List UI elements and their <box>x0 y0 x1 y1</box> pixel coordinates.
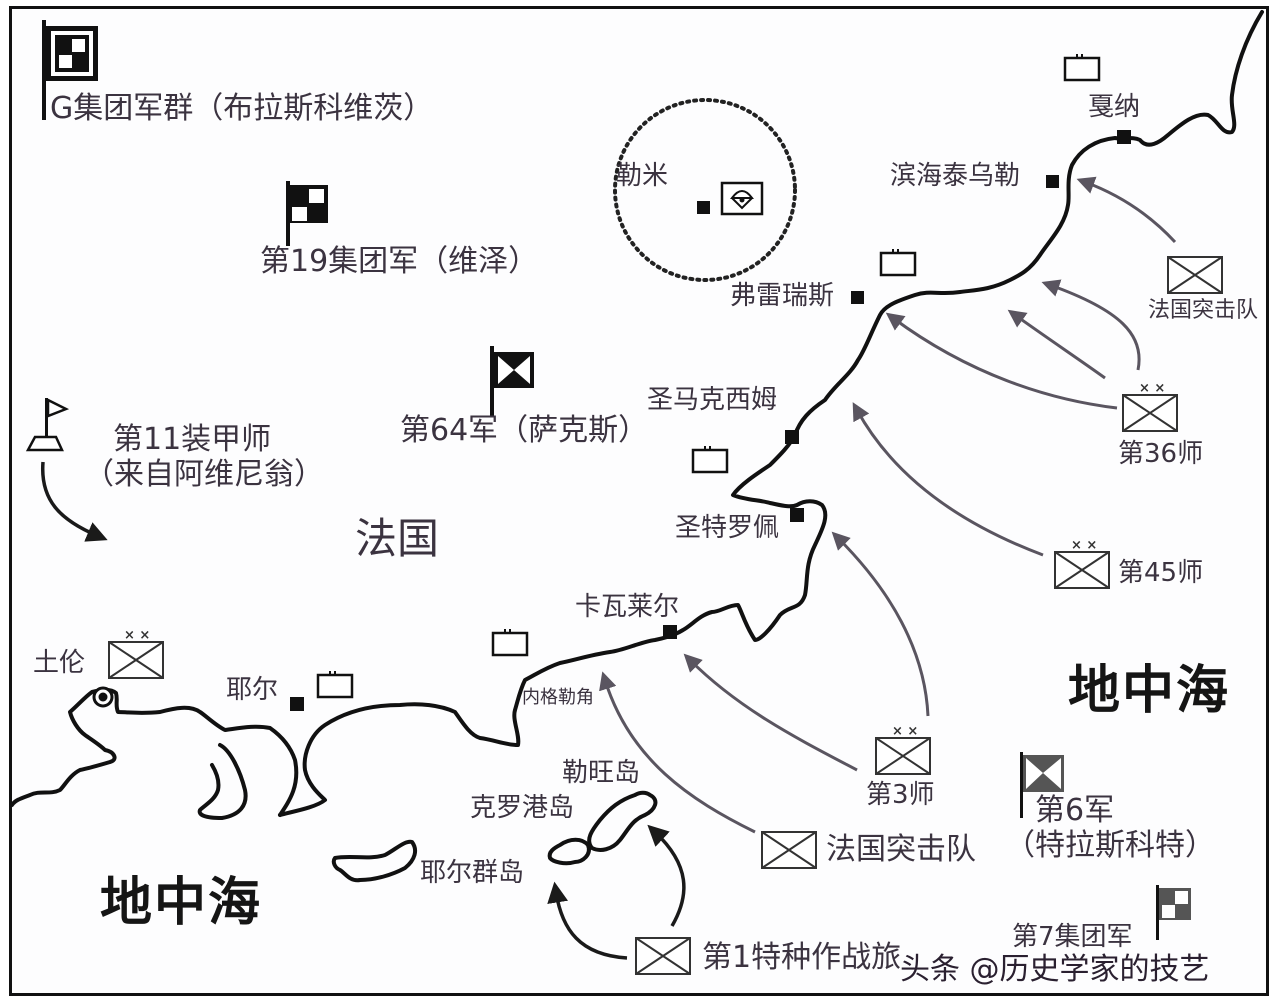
place-frejus: 弗雷瑞斯 <box>730 281 835 311</box>
town-marker-hyeres <box>290 697 304 711</box>
coastline <box>10 10 1264 883</box>
place-le-muy: 勒米 <box>616 161 669 191</box>
town-marker-le-muy <box>697 201 710 214</box>
infantry-icon-toulon-div <box>108 641 164 679</box>
flag-7th-army <box>1156 885 1191 940</box>
label-19th-army: 第19集团军（维泽） <box>260 244 539 279</box>
town-marker-frejus <box>851 291 864 304</box>
infantry-icon-french-commando-s <box>761 831 817 869</box>
label-45th-div: 第45师 <box>1118 558 1204 588</box>
town-marker-cavalaire <box>663 625 677 639</box>
label-64th-corps: 第64军（萨克斯） <box>400 413 649 448</box>
flag-army-group-g <box>42 20 98 120</box>
place-cavalaire: 卡瓦莱尔 <box>575 592 680 622</box>
allied-unit-boxes <box>108 256 1223 975</box>
town-marker-cannes <box>1117 130 1131 144</box>
label-6th-corps-line2: （特拉斯科特） <box>1005 828 1215 863</box>
place-ste-maxime: 圣马克西姆 <box>647 385 778 415</box>
label-11th-panzer-line2: （来自阿维尼翁） <box>84 457 324 492</box>
flag-19th-army <box>286 181 328 246</box>
svg-text:× ×: × × <box>1139 381 1165 396</box>
place-port-cros: 克罗港岛 <box>470 793 575 823</box>
svg-text:× ×: × × <box>892 724 918 739</box>
place-levant: 勒旺岛 <box>562 758 641 788</box>
label-france: 法国 <box>355 514 440 563</box>
infantry-icon-1st-ssf <box>635 937 691 975</box>
infantry-icon-45th-div <box>1054 551 1110 589</box>
sea-label-west: 地中海 <box>100 872 263 933</box>
label-3rd-div: 第3师 <box>866 780 935 810</box>
map-frame <box>9 6 1269 996</box>
watermark: 头条 @历史学家的技艺 <box>900 952 1210 987</box>
label-army-group-g: G集团军群（布拉斯科维茨） <box>50 91 434 126</box>
sea-label-east: 地中海 <box>1068 660 1231 721</box>
place-st-raphael: 滨海泰乌勒 <box>890 161 1021 191</box>
assault-arrows <box>599 176 1177 834</box>
label-french-commando-ne: 法国突击队 <box>1148 298 1259 323</box>
flag-11th-panzer <box>25 397 70 452</box>
division-markers: × × × × × × × × <box>124 381 1165 739</box>
svg-text:× ×: × × <box>124 628 150 643</box>
infantry-icon-french-commando-ne <box>1167 256 1223 294</box>
label-7th-army: 第7集团军 <box>1012 922 1133 952</box>
label-6th-corps-line1: 第6军 <box>1035 793 1115 828</box>
place-toulon: 土伦 <box>33 648 86 678</box>
label-36th-div: 第36师 <box>1118 439 1204 469</box>
place-hyeres-islands: 耶尔群岛 <box>420 858 525 888</box>
place-st-tropez: 圣特罗佩 <box>675 513 780 543</box>
airborne-unit-icon <box>720 181 764 216</box>
toulon-marker <box>92 686 114 708</box>
place-cannes: 戛纳 <box>1088 92 1141 122</box>
town-markers <box>290 130 1131 711</box>
flag-64th-corps <box>490 346 534 416</box>
place-cap-negre: 内格勒角 <box>522 687 594 708</box>
label-french-commando-s: 法国突击队 <box>826 832 976 867</box>
town-marker-st-tropez <box>790 508 804 522</box>
label-11th-panzer-line1: 第11装甲师 <box>113 422 272 457</box>
german-unit-boxes <box>316 56 1101 699</box>
le-muy-drop-zone <box>613 98 797 282</box>
svg-text:× ×: × × <box>1071 538 1097 553</box>
label-1st-ssf: 第1特种作战旅 <box>702 940 902 975</box>
black-arrows <box>40 461 686 960</box>
town-marker-ste-maxime <box>785 430 799 444</box>
infantry-icon-36th-div <box>1122 394 1178 432</box>
flag-6th-corps <box>1020 752 1064 818</box>
place-hyeres: 耶尔 <box>226 675 279 705</box>
town-marker-st-raphael <box>1046 175 1059 188</box>
infantry-icon-3rd-div <box>875 737 931 775</box>
